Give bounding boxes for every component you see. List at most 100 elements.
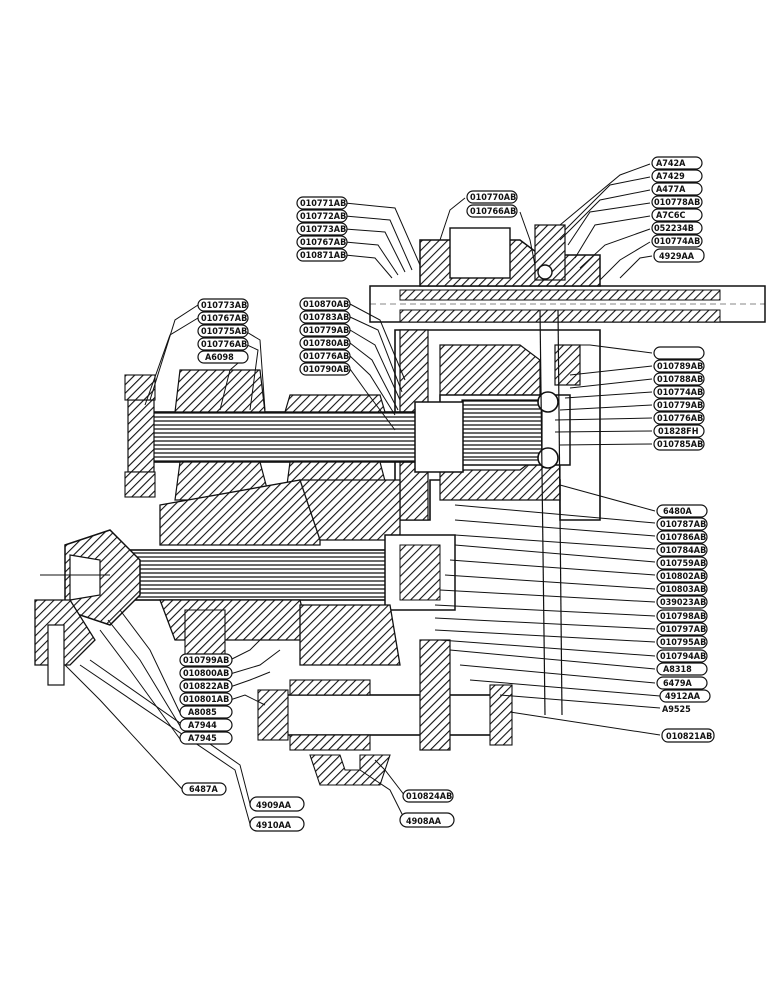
label-pill [656,676,708,690]
label-pill [296,248,348,262]
part-label: A7429 [656,172,685,182]
part-label: 010794AB [660,652,706,662]
part-label: 010824AB [406,792,452,802]
part-label: 010779AB [657,401,703,411]
part-label: 010772AB [300,212,346,222]
upper-counter-shaft [129,411,461,463]
part-label: 010800AB [183,669,229,679]
part-label: A477A [656,185,686,195]
drawing-body [34,224,766,786]
part-label: 010774AB [654,237,700,247]
label-pill [299,310,351,324]
label-pill [653,248,705,263]
label-pill [179,718,233,732]
part-label: 052234B [654,224,694,234]
label-pill [179,705,233,719]
label-pill [296,209,348,223]
part-label: 010803AB [660,585,706,595]
part-label: 010799AB [183,656,229,666]
label-pill [656,595,708,609]
label-pill [296,235,348,249]
label-group-center: 010870AB 010783AB 010779AB 010780AB 0107… [299,297,351,376]
part-label: 010802AB [660,572,706,582]
label-pill [179,666,233,680]
label-pill [653,398,705,412]
label-group-right-lower: 6480A 010787AB 010786AB 010784AB 010759A… [656,504,711,715]
label-pill [296,222,348,236]
part-label: 010787AB [660,520,706,530]
label-pill [197,324,249,338]
part-label: A7945 [188,734,217,744]
part-label: 010775AB [201,327,247,337]
leader-lines [64,163,661,825]
part-label: 010776AB [657,414,703,424]
part-label: A8318 [663,665,692,675]
label-pill [661,728,715,743]
label-pill [653,424,705,438]
part-label: 010795AB [660,638,706,648]
label-pill [653,372,705,386]
part-label: 6487A [189,785,219,795]
label-group-bottom-left: 010799AB 010800AB 010822AB 010801AB A808… [179,653,233,745]
label-pill [249,816,305,832]
label-pill [299,323,351,337]
label-pill [179,679,233,693]
part-label: 6480A [663,507,693,517]
label-pill [659,689,711,703]
lower-pinion-shaft [109,549,411,601]
label-pill [656,530,708,544]
label-pill [656,569,708,583]
part-label: 010774AB [657,388,703,398]
label-pill [656,662,708,676]
label-pill [651,182,703,196]
label-pill [197,298,249,312]
part-label: 4912AA [665,692,701,702]
part-label: 4910AA [256,821,292,831]
label-pill [197,311,249,325]
part-label: 010780AB [303,339,349,349]
label-pill [651,156,703,170]
part-label: 010767AB [201,314,247,324]
part-label: 010801AB [183,695,229,705]
label-pill [197,337,249,351]
label-pill [296,196,348,210]
part-label: 010773AB [201,301,247,311]
label-pill [651,208,703,222]
label-pill [402,789,454,803]
label-pill [181,782,227,796]
part-label: 01828FH [658,427,699,437]
label-pill [399,812,455,828]
label-group-left-upper: 010773AB 010767AB 010775AB 010776AB A609… [197,298,249,364]
part-label: 010870AB [303,300,349,310]
label-pill [656,582,708,596]
part-label: A7C6C [656,211,685,221]
part-label: 010788AB [657,375,703,385]
label-pill [249,796,305,812]
part-label: 6479A [663,679,693,689]
label-pill [651,169,703,183]
label-group-top-center: 010770AB 010766AB [466,190,518,218]
part-label: 010786AB [660,533,706,543]
part-label: 010789AB [657,362,703,372]
part-label: 010773AB [300,225,346,235]
part-label: 010771AB [300,199,346,209]
label-pill [656,609,708,623]
label-pill [656,649,708,663]
part-label: 010779AB [303,326,349,336]
label-pill [653,411,705,425]
part-label: 010783AB [303,313,349,323]
part-label: 010776AB [201,340,247,350]
part-label: 010766AB [470,207,516,217]
label-pill [653,359,705,373]
label-pill [656,635,708,649]
label-group-bottom: 6487A 4909AA 4910AA 4908AA 010824AB 0108… [181,728,715,832]
part-label: 010784AB [660,546,706,556]
part-label: 010778AB [654,198,700,208]
part-label: 010759AB [660,559,706,569]
part-label: 010821AB [666,732,712,742]
part-label: 4908AA [406,817,442,827]
label-pill [179,731,233,745]
part-label: A742A [656,159,686,169]
label-pill [656,517,708,531]
